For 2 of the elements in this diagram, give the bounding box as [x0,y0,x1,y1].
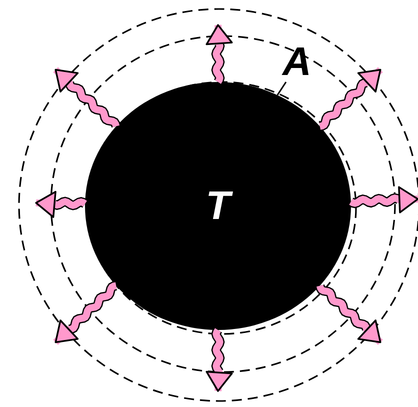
label-letter: T [206,186,230,226]
label-letter: A [282,42,312,82]
